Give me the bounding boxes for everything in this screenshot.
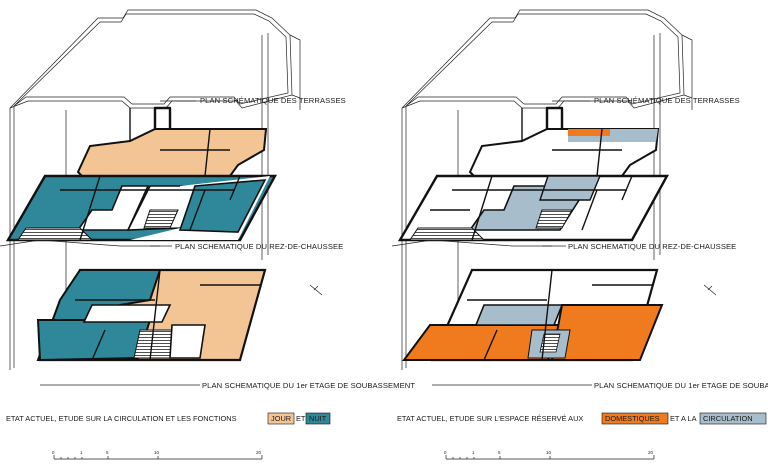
left-scale-tick-3: 10	[154, 450, 160, 455]
left-label-terrasses: PLAN SCHÉMATIQUE DES TERRASSES	[200, 96, 346, 105]
legend-swatch-jour	[267, 412, 295, 425]
legend-swatch-domestiques	[601, 412, 669, 425]
legend-label-domestiques: DOMESTIQUES	[605, 414, 660, 423]
left-scale-bar: 0 1 5 10 20	[52, 450, 263, 460]
right-scale-tick-1: 1	[472, 450, 475, 455]
rdc-level-plan-right	[391, 174, 670, 247]
right-scale-tick-4: 20	[648, 450, 654, 455]
legend-label-nuit: NUIT	[309, 414, 327, 423]
right-scale-tick-3: 10	[546, 450, 552, 455]
right-label-rdc: PLAN SCHEMATIQUE DU REZ-DE-CHAUSSEE	[568, 242, 736, 251]
legend-label-jour: JOUR	[271, 414, 291, 423]
terrace-level-plan-right	[468, 106, 660, 177]
rdc-level-plan	[0, 174, 278, 247]
legend-swatch-circulation	[699, 412, 767, 425]
left-label-soubassement: PLAN SCHEMATIQUE DU 1er ETAGE DE SOUBASS…	[202, 381, 415, 390]
left-scale-tick-0: 0	[52, 450, 55, 455]
legend-conj-right: ET A LA	[670, 414, 697, 423]
legend-label-circulation: CIRCULATION	[703, 414, 753, 423]
left-caption-text: ETAT ACTUEL, ETUDE SUR LA CIRCULATION ET…	[6, 414, 237, 423]
soubassement-level-plan-right	[402, 268, 717, 362]
left-label-rdc: PLAN SCHEMATIQUE DU REZ-DE-CHAUSSEE	[175, 242, 343, 251]
legend-swatch-nuit	[305, 412, 331, 425]
right-axonometric-diagram: PLAN SCHÉMATIQUE DES TERRASSES PLAN SCHE…	[391, 9, 768, 460]
left-scale-tick-1: 1	[80, 450, 83, 455]
right-label-soubassement: PLAN SCHEMATIQUE DU 1er ETAGE DE SOUBASS…	[594, 381, 768, 390]
right-scale-bar: 0 1 5 10 20	[444, 450, 655, 460]
left-axonometric-diagram: PLAN SCHÉMATIQUE DES TERRASSES PLAN SCHE…	[0, 9, 415, 460]
left-scale-tick-2: 5	[106, 450, 109, 455]
left-scale-tick-4: 20	[256, 450, 262, 455]
right-caption-text: ETAT ACTUEL, ETUDE SUR L'ESPACE RÉSERVÉ …	[397, 414, 583, 423]
right-scale-tick-0: 0	[444, 450, 447, 455]
soubassement-level-plan	[36, 268, 323, 362]
right-scale-tick-2: 5	[498, 450, 501, 455]
legend-conj-left: ET	[296, 414, 306, 423]
terrace-level-plan	[76, 106, 268, 177]
right-label-terrasses: PLAN SCHÉMATIQUE DES TERRASSES	[594, 96, 740, 105]
